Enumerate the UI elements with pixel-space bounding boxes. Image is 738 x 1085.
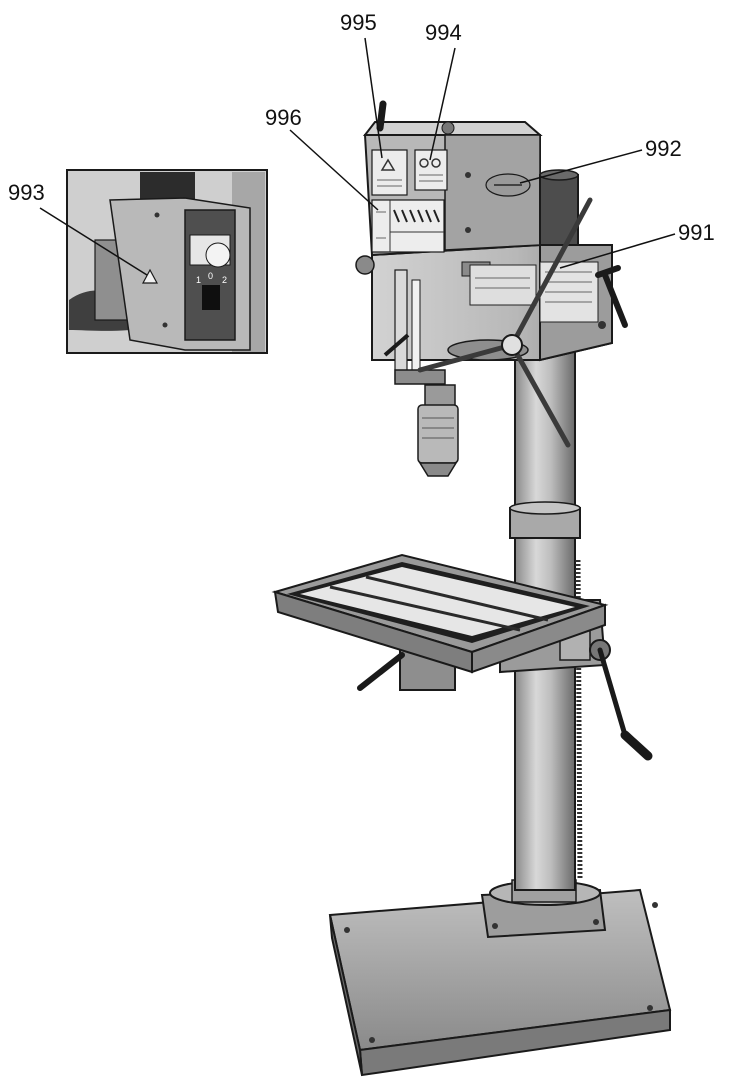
spindle-and-chuck — [417, 384, 459, 477]
warning-label-995 — [371, 149, 408, 196]
table-t-slot — [329, 585, 521, 632]
svg-text:2: 2 — [222, 275, 227, 285]
head-lock-handle-grip — [595, 265, 621, 278]
warning-triangle-icon — [141, 268, 159, 284]
head-lock-handle — [602, 272, 628, 328]
table-lock-handle — [357, 652, 405, 691]
safety-goggles-icon — [419, 158, 441, 168]
depth-stop — [355, 255, 446, 385]
svg-text:0: 0 — [208, 271, 213, 281]
svg-text:1: 1 — [196, 275, 201, 285]
drill-press — [271, 100, 672, 1077]
column-collar — [509, 501, 581, 539]
callout-label-996: 996 — [265, 105, 302, 130]
brand-logo-label-992 — [485, 173, 531, 197]
callout-label-994: 994 — [425, 20, 462, 45]
callout-label-991: 991 — [678, 220, 715, 245]
table-crank-handle — [589, 639, 653, 761]
table-t-slot — [365, 575, 549, 622]
speed-chart-label-996 — [371, 199, 445, 253]
downfeed-handles — [417, 197, 593, 448]
callout-label-993: 993 — [8, 180, 45, 205]
warning-hand-icon — [380, 158, 396, 171]
head-lower — [371, 244, 613, 362]
callout-995: 995 — [340, 10, 383, 159]
callout-994: 994 — [425, 20, 462, 161]
drill-chuck — [417, 404, 459, 464]
callout-label-995: 995 — [340, 10, 377, 35]
inset-switch-detail: 1 0 2 — [66, 169, 268, 354]
callout-992: 992 — [519, 136, 682, 184]
specification-plate — [469, 264, 537, 306]
callout-996: 996 — [265, 105, 379, 211]
work-table — [271, 553, 609, 674]
callout-993: 993 — [8, 180, 148, 276]
callout-991: 991 — [559, 220, 715, 269]
rotary-switch: 1 0 2 — [196, 271, 227, 310]
callout-label-992: 992 — [645, 136, 682, 161]
belt-cover-knob — [376, 100, 387, 132]
